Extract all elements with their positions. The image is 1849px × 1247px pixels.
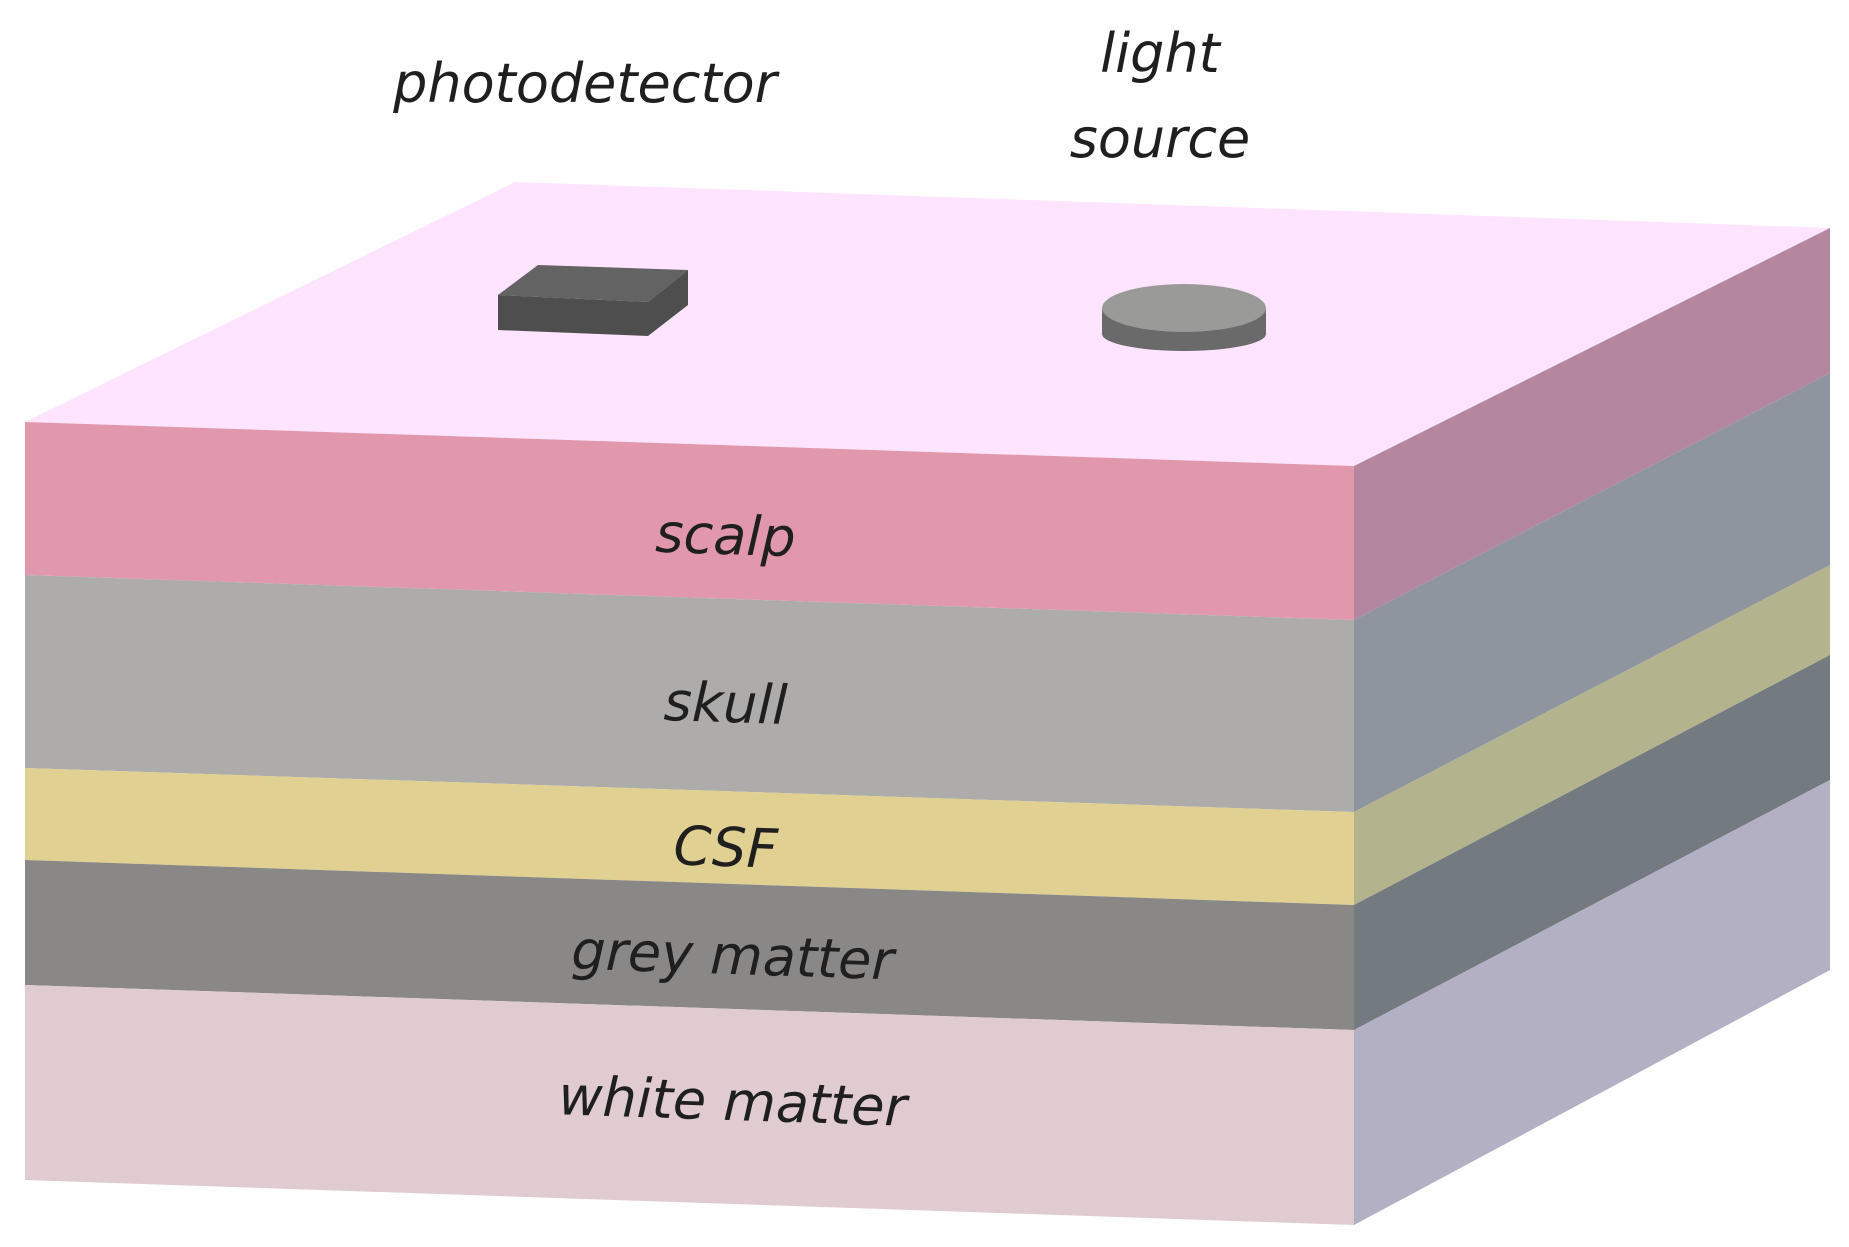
layer-skull-side (1354, 373, 1830, 812)
layer-grey-matter-front (25, 860, 1354, 1030)
photodetector-side (648, 270, 688, 336)
layer-white-matter-front (25, 985, 1354, 1225)
layer-scalp-side (1354, 228, 1830, 620)
light-source-disk (1102, 284, 1266, 351)
layer-csf-side (1354, 565, 1830, 905)
layer-label-skull: skull (663, 670, 789, 737)
layer-white-matter-side (1354, 780, 1830, 1225)
light-source-top (1102, 284, 1266, 332)
layer-label-csf: CSF (673, 814, 780, 880)
layer-label-grey-matter: grey matter (571, 919, 898, 993)
light-source-label-line2: source (1070, 107, 1251, 170)
layer-skull-front (25, 575, 1354, 812)
photodetector-top (498, 265, 688, 302)
top-face (25, 182, 1830, 466)
layer-grey-matter-side (1354, 655, 1830, 1030)
layer-label-scalp: scalp (655, 502, 797, 570)
photodetector-front (498, 295, 648, 336)
layer-csf-front (25, 768, 1354, 905)
photodetector-chip (498, 265, 688, 336)
layer-scalp-front (25, 422, 1354, 620)
light-source-label-line1: light (1100, 22, 1222, 85)
layer-label-white-matter: white matter (557, 1064, 910, 1139)
photodetector-label: photodetector (392, 52, 780, 115)
